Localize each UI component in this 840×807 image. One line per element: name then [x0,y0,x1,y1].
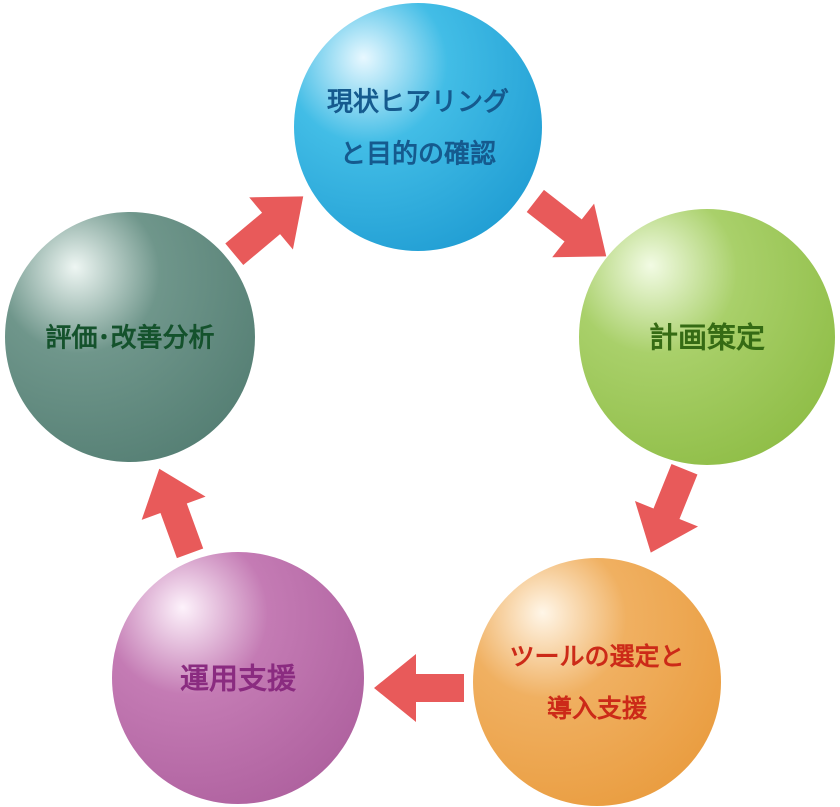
step-sphere [473,558,721,806]
flow-arrow-2 [634,463,699,553]
arrow-layer [141,189,699,722]
step-node-2: 計画策定 [579,209,835,465]
step-sphere [5,212,255,462]
flow-arrow-3 [374,654,464,722]
step-label-line: 評価･改善分析 [45,322,214,353]
step-label-line: 運用支援 [180,661,297,695]
step-label-line: 導入支援 [547,694,648,723]
step-sphere [112,552,364,804]
step-sphere [579,209,835,465]
step-node-5: 評価･改善分析 [5,212,255,462]
flow-arrow-5 [225,196,304,266]
step-sphere [294,3,542,251]
step-label-line: ツールの選定と [509,642,684,671]
step-label-line: 計画策定 [649,320,765,354]
flow-arrow-4 [141,468,206,559]
step-node-4: 運用支援 [112,552,364,804]
step-label-line: と目的の確認 [340,138,496,169]
step-label-line: 現状ヒアリング [327,87,509,117]
flow-arrow-1 [526,189,607,258]
